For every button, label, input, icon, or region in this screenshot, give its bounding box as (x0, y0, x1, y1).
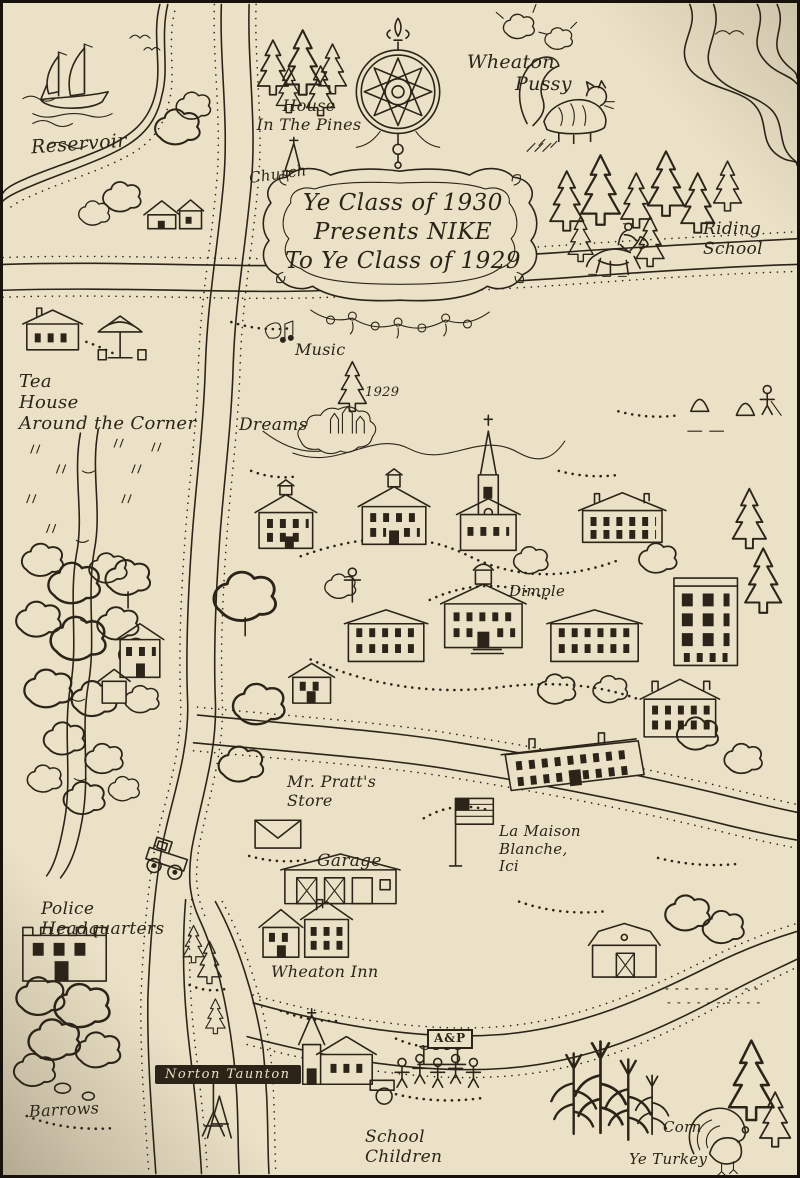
map-label-a-and-p: A&P (427, 1029, 474, 1050)
birds-northwest (129, 34, 161, 51)
map-label-ye-turkey: Ye Turkey (629, 1150, 708, 1168)
flag (422, 797, 495, 867)
map-label-barrows: Barrows (28, 1098, 100, 1121)
map-label-dreams: Dreams (239, 415, 308, 435)
corn-stalks (550, 1040, 670, 1142)
map-drawing (3, 3, 797, 1175)
building-east-hall (577, 491, 667, 544)
map-label-police-headquarters: Police Headquarters (41, 899, 165, 940)
pines-southeast (727, 1039, 792, 1148)
map-label-music: Music (295, 340, 346, 359)
river-northeast (683, 3, 797, 166)
island-pines (182, 924, 233, 1139)
building-east-house (639, 678, 721, 738)
turkey (688, 1107, 750, 1175)
building-grid-hall (673, 577, 739, 667)
building-north-hall (357, 468, 431, 546)
map-label-garage: Garage (317, 851, 382, 871)
campus-walks (299, 537, 640, 701)
school-children-figures (394, 1053, 483, 1102)
horse-rider (585, 222, 649, 277)
building-center-hall (439, 563, 527, 655)
map-label-riding-school: Riding School (703, 219, 763, 260)
map-label-la-maison-blanche: La Maison Blanche, Ici (499, 822, 581, 876)
signpost-norton-taunton (201, 1079, 226, 1137)
car (145, 836, 189, 881)
field-northeast (687, 384, 782, 432)
campus-trees (212, 487, 783, 783)
map-label-year-1929: 1929 (365, 385, 400, 400)
cartouche (262, 167, 538, 302)
bushes-west (15, 542, 160, 816)
ship (32, 43, 113, 118)
building-dorm-west (343, 609, 429, 663)
map-label-wheaton: Wheaton (467, 51, 555, 73)
garage-building (280, 853, 401, 905)
map-label-house-in-the-pines: House In The Pines (256, 96, 362, 134)
wheaton-inn-buildings (258, 898, 354, 959)
map-label-school-children: School Children (365, 1127, 443, 1168)
map-label-corn: Corn (663, 1118, 702, 1136)
map-label-wheaton-inn: Wheaton Inn (271, 962, 379, 981)
compass-rose (355, 17, 441, 169)
map-label-tea-house: Tea House Around the Corner (19, 371, 197, 435)
map-label-norton-taunton: Norton Taunton (155, 1065, 301, 1085)
building-chapel (455, 414, 521, 552)
cartouche-text: Ye Class of 1930 Presents NIKE To Ye Cla… (284, 190, 522, 274)
bushes-southwest (12, 976, 122, 1131)
building-small-house (288, 662, 336, 704)
pine-1929 (337, 360, 368, 413)
reservoir (3, 3, 176, 210)
map-label-dimple: Dimple (509, 582, 566, 600)
la-maison-blanche-building (500, 732, 645, 792)
stipple-patches (229, 320, 739, 1049)
bottom-church (297, 1008, 395, 1105)
tea-house (22, 307, 147, 361)
map-label-mr-pratts-store: Mr. Pratt's Store (287, 772, 377, 810)
barn-east (587, 894, 768, 1004)
west-houses (97, 622, 165, 704)
music-ornament (264, 320, 294, 343)
dreams-cloud (262, 405, 566, 460)
police-headquarters-building (22, 926, 108, 982)
store-envelope (247, 819, 308, 863)
map-label-pussy: Pussy (515, 73, 572, 95)
wheaton-pussy-cat (495, 3, 615, 152)
garland (310, 309, 490, 339)
building-west-hall (254, 479, 318, 550)
reservoir-houses (143, 199, 205, 230)
building-dorm-east (546, 609, 643, 663)
